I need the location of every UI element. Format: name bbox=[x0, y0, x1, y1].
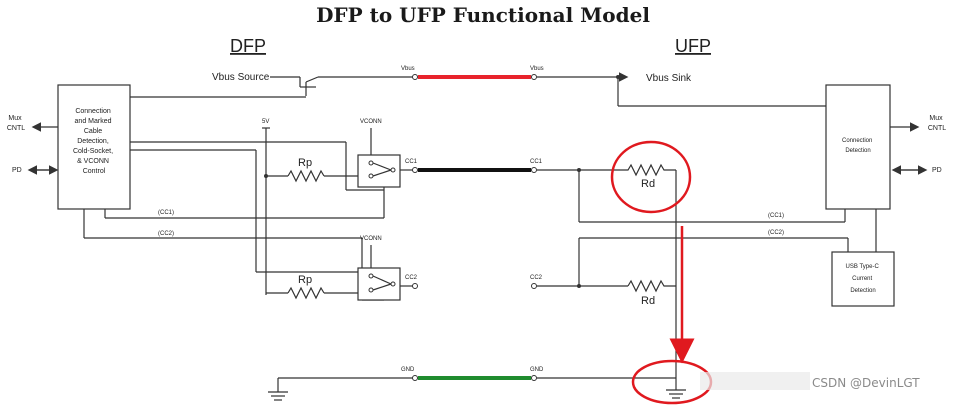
ufp-current-line-1: USB Type-C bbox=[846, 264, 880, 270]
svg-text:Mux CNTL: Mux CNTL bbox=[928, 115, 946, 132]
dfp-control-line-1: Connection bbox=[75, 108, 111, 115]
dfp-gnd-pin bbox=[412, 375, 418, 381]
dfp-mux-label-2: CNTL bbox=[7, 125, 25, 132]
dfp-cc2-pin bbox=[412, 283, 418, 289]
ufp-pd-label: PD bbox=[932, 167, 942, 174]
dfp-vconn-top-label: VCONN bbox=[360, 119, 382, 125]
dfp-rp-bottom-label: Rp bbox=[298, 274, 312, 286]
dfp-vconn-bottom-label: VCONN bbox=[360, 236, 382, 242]
ufp-vbus-sink-label: Vbus Sink bbox=[646, 73, 692, 84]
ufp-vbus-pin-label: Vbus bbox=[530, 66, 544, 72]
vbus-source-switch-icon bbox=[299, 76, 319, 96]
ufp-detect-line-1: Connection bbox=[842, 138, 872, 144]
ufp-cc2-bus-label: (CC2) bbox=[768, 230, 784, 236]
ufp-rd-top-resistor-icon bbox=[615, 163, 676, 177]
ufp-current-detection-block: USB Type-C Current Detection bbox=[831, 251, 895, 307]
dfp-gnd-pin-label: GND bbox=[401, 367, 415, 373]
dfp-control-line-2: and Marked bbox=[75, 118, 112, 125]
ufp-cc2-pin-label: CC2 bbox=[530, 275, 543, 281]
dfp-mux-label-1: Mux bbox=[8, 115, 22, 122]
ufp-mux-label-1: Mux bbox=[929, 115, 943, 122]
dfp-vbus-pin bbox=[412, 74, 418, 80]
dfp-5v-label: 5V bbox=[262, 119, 269, 125]
dfp-control-line-6: & VCONN bbox=[77, 158, 109, 165]
ufp-cc1-pin-label: CC1 bbox=[530, 159, 543, 165]
watermark: CSDN @DevinLGT bbox=[812, 376, 920, 390]
svg-text:Mux CNTL: Mux CNTL bbox=[7, 115, 25, 132]
dfp-rp-bottom-resistor-icon bbox=[266, 286, 372, 300]
dfp-vbus-source-label: Vbus Source bbox=[212, 72, 270, 83]
ufp-rd-bottom-resistor-icon bbox=[627, 279, 676, 293]
ufp-detect-line-2: Detection bbox=[845, 148, 870, 154]
ufp-ground-icon bbox=[666, 378, 686, 399]
ufp-current-line-2: Current bbox=[852, 276, 872, 282]
ufp-cc2-pin bbox=[531, 283, 537, 289]
svg-text:Connection and Marked: Connection and Marked Cable Detection, C… bbox=[73, 108, 115, 175]
dfp-vbus-pin-label: Vbus bbox=[401, 66, 415, 72]
dfp-control-block: Connection and Marked Cable Detection, C… bbox=[57, 84, 131, 210]
ufp-rd-top-label: Rd bbox=[641, 178, 655, 190]
ufp-mux-label-2: CNTL bbox=[928, 125, 946, 132]
dfp-cc2-pin-label: CC2 bbox=[405, 275, 418, 281]
dfp-rp-top-label: Rp bbox=[298, 157, 312, 169]
watermark-blur bbox=[700, 372, 810, 390]
dfp-control-line-5: Cold-Socket, bbox=[73, 148, 113, 155]
dfp-ground-icon bbox=[268, 378, 288, 401]
dfp-pd-label: PD bbox=[12, 167, 22, 174]
svg-text:Connection Detection: Connection Detection bbox=[842, 138, 874, 154]
dfp-rp-top-resistor-icon bbox=[266, 169, 372, 183]
ufp-cc1-pin bbox=[531, 167, 537, 173]
dfp-control-line-4: Detection, bbox=[77, 138, 109, 145]
ufp-connection-detection-block: Connection Detection bbox=[825, 84, 891, 210]
dfp-heading: DFP bbox=[230, 36, 266, 56]
ufp-vbus-pin bbox=[531, 74, 537, 80]
ufp-cc1-bus-label: (CC1) bbox=[768, 213, 784, 219]
dfp-control-line-7: Control bbox=[83, 168, 106, 175]
ufp-gnd-pin-label: GND bbox=[530, 367, 544, 373]
ufp-current-line-3: Detection bbox=[850, 288, 875, 294]
dfp-cc1-switch-icon bbox=[357, 154, 401, 188]
dfp-cc2-switch-icon bbox=[357, 267, 401, 301]
ufp-heading: UFP bbox=[675, 36, 711, 56]
dfp-control-line-3: Cable bbox=[84, 128, 102, 135]
svg-text:USB Type-C Current: USB Type-C Current Detection bbox=[846, 264, 881, 294]
dfp-cc1-bus-label: (CC1) bbox=[158, 210, 174, 216]
dfp-cc1-pin bbox=[412, 167, 418, 173]
diagram-title: DFP to UFP Functional Model bbox=[316, 3, 650, 27]
ufp-gnd-pin bbox=[531, 375, 537, 381]
ground-highlight-circle bbox=[631, 359, 713, 405]
rd-highlight-circle bbox=[610, 140, 692, 214]
ufp-rd-bottom-label: Rd bbox=[641, 295, 655, 307]
dfp-cc1-pin-label: CC1 bbox=[405, 159, 418, 165]
dfp-cc2-bus-label: (CC2) bbox=[158, 231, 174, 237]
